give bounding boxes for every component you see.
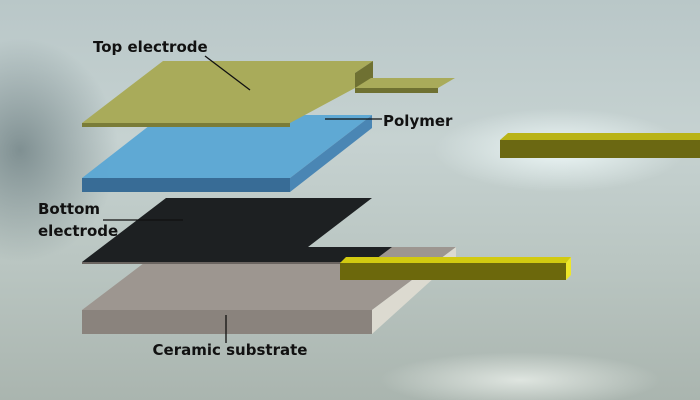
upper-lead-strip <box>500 133 700 158</box>
bottom-electrode-label-line1: Bottom <box>38 200 100 218</box>
polymer-layer <box>82 115 372 192</box>
polymer-label: Polymer <box>383 112 453 130</box>
top-electrode-label: Top electrode <box>93 38 208 56</box>
bottom-electrode-label-line2: electrode <box>38 222 118 240</box>
ceramic-substrate-label: Ceramic substrate <box>153 341 308 359</box>
bottom-electrode-layer <box>82 198 392 264</box>
lower-lead-strip <box>340 257 571 280</box>
top-electrode-leader <box>204 55 251 91</box>
top-electrode-layer <box>82 61 455 127</box>
